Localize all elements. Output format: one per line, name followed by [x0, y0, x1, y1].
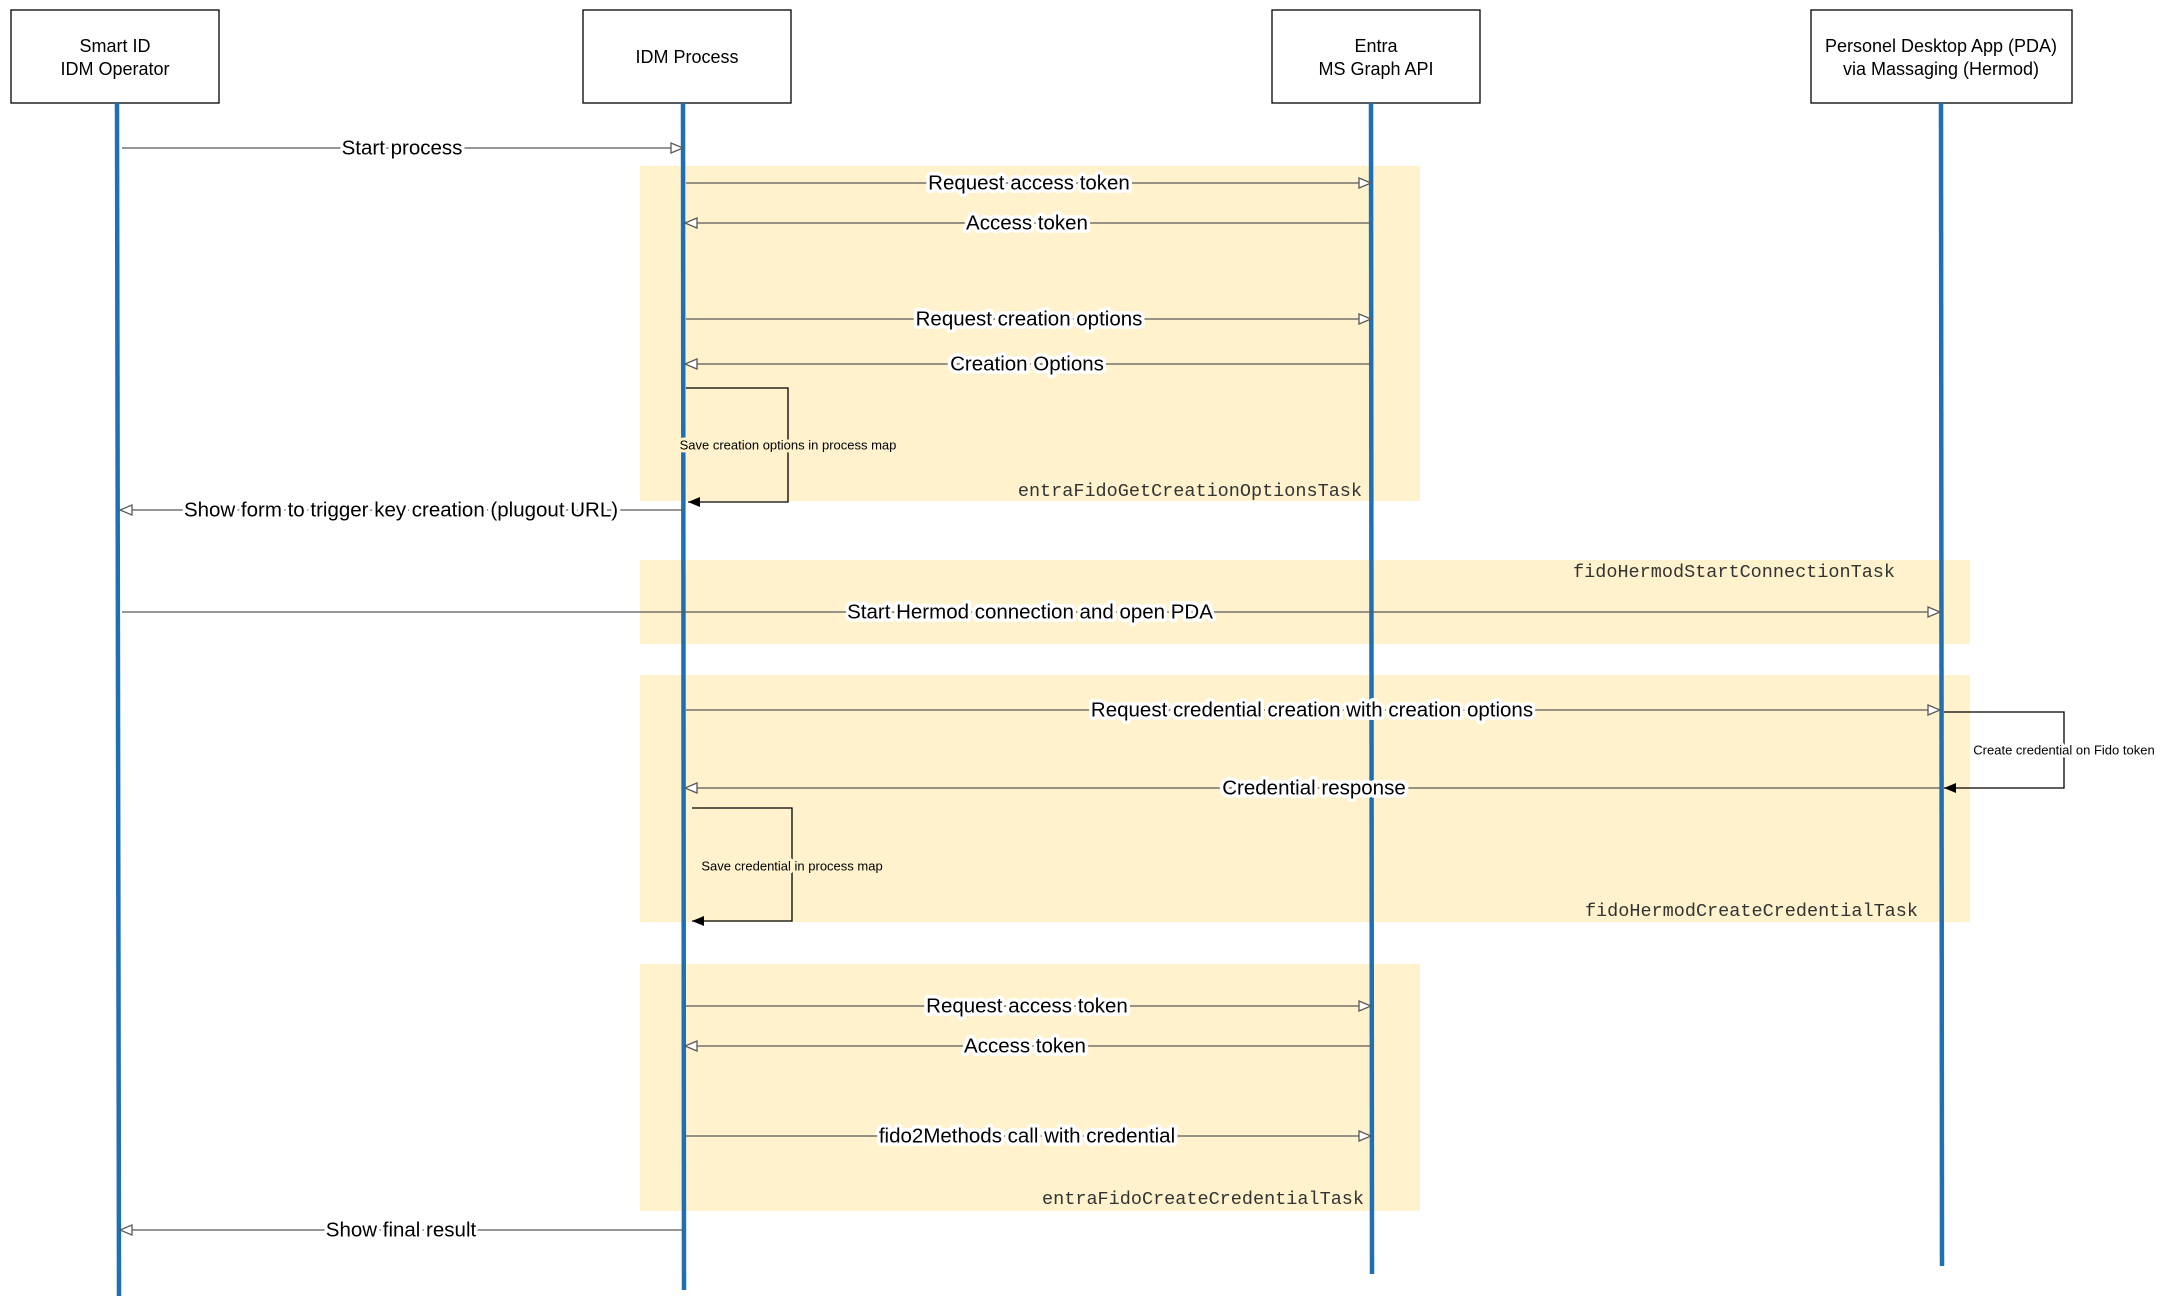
actor-entra-line2: MS Graph API: [1318, 59, 1433, 79]
actor-entra: Entra MS Graph API: [1271, 9, 1481, 104]
group-box-get-creation-options: [640, 166, 1420, 501]
actor-operator-line1: Smart ID: [79, 36, 150, 56]
message-fido2methods-call: fido2Methods call with credential: [686, 1121, 1371, 1151]
actor-operator: Smart ID IDM Operator: [10, 9, 220, 104]
message-request-access-token-2: Request access token: [686, 991, 1371, 1021]
lifeline-entra: [1368, 102, 1375, 1275]
actor-pda-line2: via Massaging (Hermod): [1843, 59, 2039, 79]
group-box-start-connection: [640, 560, 1970, 644]
lifeline-operator: [114, 102, 122, 1297]
message-label: Show form to trigger key creation (plugo…: [184, 499, 618, 522]
message-label: Start Hermod connection and open PDA: [847, 601, 1213, 624]
message-start-process: Start process: [122, 133, 683, 163]
lifeline-pda: [1938, 102, 1945, 1267]
self-message-label: Save credential in process map: [701, 859, 882, 874]
message-label: Access token: [964, 1035, 1086, 1058]
self-message-label: Save creation options in process map: [680, 438, 897, 453]
message-label: fido2Methods call with credential: [879, 1125, 1175, 1148]
message-access-token-1: Access token: [685, 208, 1371, 238]
message-label: Creation Options: [950, 353, 1104, 376]
group-label-entra-create-credential: entraFidoCreateCredentialTask: [1042, 1189, 1364, 1210]
message-creation-options: Creation Options: [685, 349, 1371, 379]
lifeline-idm-process: [680, 102, 687, 1291]
message-access-token-2: Access token: [685, 1031, 1371, 1061]
message-request-creation-options: Request creation options: [686, 304, 1371, 334]
message-request-access-token-1: Request access token: [686, 168, 1371, 198]
self-message-save-credential: Save credential in process map: [692, 807, 886, 926]
group-label-get-creation-options: entraFidoGetCreationOptionsTask: [1018, 481, 1362, 502]
message-label: Request access token: [926, 995, 1128, 1018]
message-label: Credential response: [1222, 777, 1405, 800]
message-label: Request creation options: [916, 308, 1143, 331]
actor-idm-process: IDM Process: [582, 9, 792, 104]
message-start-hermod-connection: Start Hermod connection and open PDA: [122, 597, 1940, 627]
message-credential-response: Credential response: [685, 773, 1940, 803]
message-show-final-result: Show final result: [120, 1215, 683, 1245]
message-show-form: Show form to trigger key creation (plugo…: [120, 495, 683, 525]
message-request-credential-creation: Request credential creation with creatio…: [686, 695, 1940, 725]
message-label: Show final result: [326, 1219, 477, 1242]
message-label: Request credential creation with creatio…: [1091, 699, 1533, 722]
group-box-entra-create-credential: [640, 964, 1420, 1211]
message-label: Access token: [966, 212, 1088, 235]
message-label: Start process: [342, 137, 463, 160]
actor-entra-line1: Entra: [1354, 36, 1398, 56]
self-message-save-creation-options: Save creation options in process map: [677, 387, 899, 507]
group-label-create-credential: fidoHermodCreateCredentialTask: [1585, 901, 1918, 922]
group-label-start-connection: fidoHermodStartConnectionTask: [1573, 562, 1895, 583]
actor-pda-line1: Personel Desktop App (PDA): [1825, 36, 2057, 56]
message-label: Request access token: [928, 172, 1130, 195]
actor-idm-line1: IDM Process: [635, 47, 738, 67]
self-message-create-credential-on-fido-token: Create credential on Fido token: [1944, 711, 2158, 793]
group-box-create-credential: [640, 675, 1970, 922]
actor-operator-line2: IDM Operator: [60, 59, 169, 79]
actor-pda: Personel Desktop App (PDA) via Massaging…: [1810, 9, 2073, 104]
self-message-label: Create credential on Fido token: [1973, 743, 2154, 758]
